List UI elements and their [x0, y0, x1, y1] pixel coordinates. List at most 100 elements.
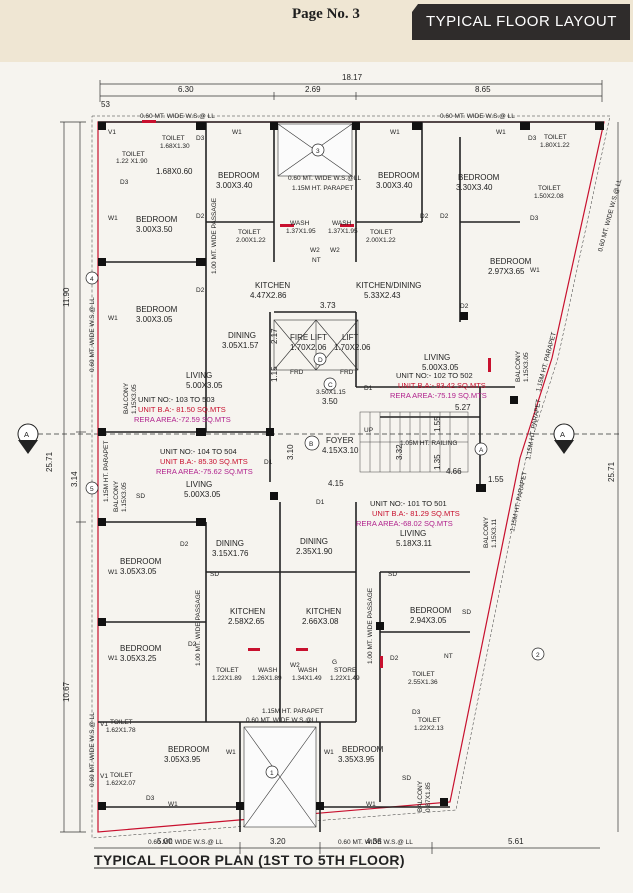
room-balcony-a-dim: 1.15X3.05: [131, 384, 138, 414]
room-balcony-c-dim: 1.15X3.05: [121, 482, 128, 512]
code-w1-a: W1: [232, 129, 242, 136]
section-tag: TYPICAL FLOOR LAYOUT: [408, 0, 633, 46]
room-toilet-k-dim: 1.22X2.13: [414, 725, 444, 732]
room-toilet-j: TOILET: [110, 772, 133, 779]
code-w2-c: W2: [290, 662, 300, 669]
code-d2-h: D2: [390, 655, 399, 662]
walkway-center-bot: 0.60 MT. WIDE W.S.@LL: [246, 717, 319, 724]
room-toilet-c: TOILET: [238, 229, 261, 236]
room-balcony-e: BALCONY: [417, 780, 424, 812]
dim-left-total: 25.71: [45, 451, 54, 472]
room-balcony-e-dim: 0.87X1.85: [425, 782, 432, 812]
room-living-c-dim: 5.00X3.05: [184, 490, 221, 499]
marker-3: 3: [316, 148, 320, 155]
room-bedroom-a-dim: 3.00X3.40: [216, 181, 253, 190]
room-toilet-e-dim: 1.80X1.22: [540, 142, 570, 149]
room-toilet-h-dim: 2.55X1.36: [408, 679, 438, 686]
code-w1-j: W1: [324, 749, 334, 756]
dim-left-bot: 10.67: [62, 681, 71, 702]
room-bedroom-b-dim: 3.00X3.50: [136, 225, 173, 234]
code-sd-e: SD: [402, 775, 411, 782]
code-w2-b: W2: [330, 247, 340, 254]
code-sd-c: SD: [388, 571, 397, 578]
room-dining-b-dim: 3.15X1.76: [212, 549, 249, 558]
railing-label: 1.05M HT. RAILING: [400, 440, 457, 447]
unit-101-no: UNIT NO:- 101 TO 501: [370, 499, 447, 508]
code-d2-c: D2: [440, 213, 449, 220]
room-dining-c: DINING: [300, 537, 328, 546]
room-dining-c-dim: 2.35X1.90: [296, 547, 333, 556]
room-toilet-g: TOILET: [216, 667, 239, 674]
room-kitchen-c: KITCHEN: [306, 607, 341, 616]
unit-102-rera: RERA AREA:-75.19 SQ.MTS: [390, 391, 487, 400]
unit-104-ba: UNIT B.A:- 85.30 SQ.MTS: [160, 457, 248, 466]
room-toilet-i: TOILET: [110, 719, 133, 726]
room-kitchen-dining: KITCHEN/DINING: [356, 281, 421, 290]
code-w1-l: W1: [366, 801, 376, 808]
code-d2-a: D2: [196, 213, 205, 220]
code-nt-b: NT: [444, 653, 453, 660]
room-living-b: LIVING: [424, 353, 450, 362]
room-balcony-b: BALCONY: [515, 350, 522, 382]
room-kitchen-a: KITCHEN: [255, 281, 290, 290]
room-toilet-f: TOILET: [538, 185, 561, 192]
parapet-left: 1.15M HT. PARAPET: [103, 441, 110, 502]
tag-shape: [412, 4, 630, 40]
room-bedroom-d: BEDROOM: [458, 173, 500, 182]
code-d3-e: D3: [146, 795, 155, 802]
dim-bottom-d: 5.61: [508, 837, 524, 846]
unit-103-rera: RERA AREA:-72.59 SQ.MTS: [134, 415, 231, 424]
walkway-bottom-left: 0.60 MT. WIDE W.S.@ LL: [148, 839, 223, 846]
unit-103-no: UNIT NO:- 103 TO 503: [138, 395, 215, 404]
room-lift: LIFT: [342, 333, 359, 342]
marker-4: 4: [90, 276, 94, 283]
marker-a-left-label: A: [24, 430, 29, 439]
walkway-top-left: 0.60 MT. WIDE W.S.@ LL: [140, 113, 215, 120]
dim-415: 4.15: [328, 479, 344, 488]
room-wash-a-dim: 1.37X1.95: [286, 228, 316, 235]
room-kitchen-a-dim: 4.47X2.86: [250, 291, 287, 300]
unit-104-rera: RERA AREA:-75.62 SQ.MTS: [156, 467, 253, 476]
parapet-top: 1.15M HT. PARAPET: [292, 185, 353, 192]
room-wash-a: WASH: [290, 220, 310, 227]
room-toilet-d-dim: 2.00X1.22: [366, 237, 396, 244]
room-bedroom-j: BEDROOM: [168, 745, 210, 754]
dimension-lines: [30, 80, 620, 854]
room-toilet-c-dim: 2.00X1.22: [236, 237, 266, 244]
unit-102-no: UNIT NO:- 102 TO 502: [396, 371, 473, 380]
room-balcony-d-dim: 1.15X3.11: [491, 518, 498, 548]
room-toilet-j-dim: 1.62X2.07: [106, 780, 136, 787]
parapet-right-3: 1.15M HT. PARAPET: [509, 471, 529, 532]
code-v1-a: V1: [108, 129, 116, 136]
dim-135: 1.35: [433, 454, 442, 470]
room-bedroom-j-dim: 3.05X3.95: [164, 755, 201, 764]
code-w1-c: W1: [496, 129, 506, 136]
dim-bottom-b: 3.20: [270, 837, 286, 846]
code-v1-c: V1: [100, 773, 108, 780]
room-wash-b: WASH: [332, 220, 352, 227]
dim-top-a: 6.30: [178, 85, 194, 94]
staircase: [359, 411, 469, 473]
dim-top-total: 18.17: [342, 73, 363, 82]
dim-bottom-a: 5.00: [157, 837, 173, 846]
code-nt-a: NT: [312, 257, 321, 264]
parapet-right-1: 1.15M HT. PARAPET: [535, 331, 558, 392]
code-sd-d: SD: [462, 609, 471, 616]
parapet-bottom: 1.15M HT. PARAPET: [262, 708, 323, 715]
room-toilet-a: TOILET: [162, 135, 185, 142]
room-bedroom-d-dim: 3.30X3.40: [456, 183, 493, 192]
code-w2-a: W2: [310, 247, 320, 254]
room-balcony-b-dim: 1.15X3.05: [523, 352, 530, 382]
room-toilet-a-dim: 1.68X1.30: [160, 143, 190, 150]
dim-left-top: 11.90: [62, 287, 71, 307]
room-bedroom-k-dim: 3.35X3.95: [338, 755, 375, 764]
code-w1-i: W1: [226, 749, 236, 756]
section-tag-label: TYPICAL FLOOR LAYOUT: [426, 13, 617, 30]
dim-left-mid: 3.14: [70, 471, 79, 487]
code-sd-a: SD: [136, 493, 145, 500]
room-kitchen-b: KITCHEN: [230, 607, 265, 616]
code-g: G: [332, 659, 337, 666]
room-fire-lift-dim: 1.70X2.06: [290, 343, 327, 352]
code-d3-c: D3: [120, 179, 129, 186]
code-d2-e: D2: [460, 303, 469, 310]
